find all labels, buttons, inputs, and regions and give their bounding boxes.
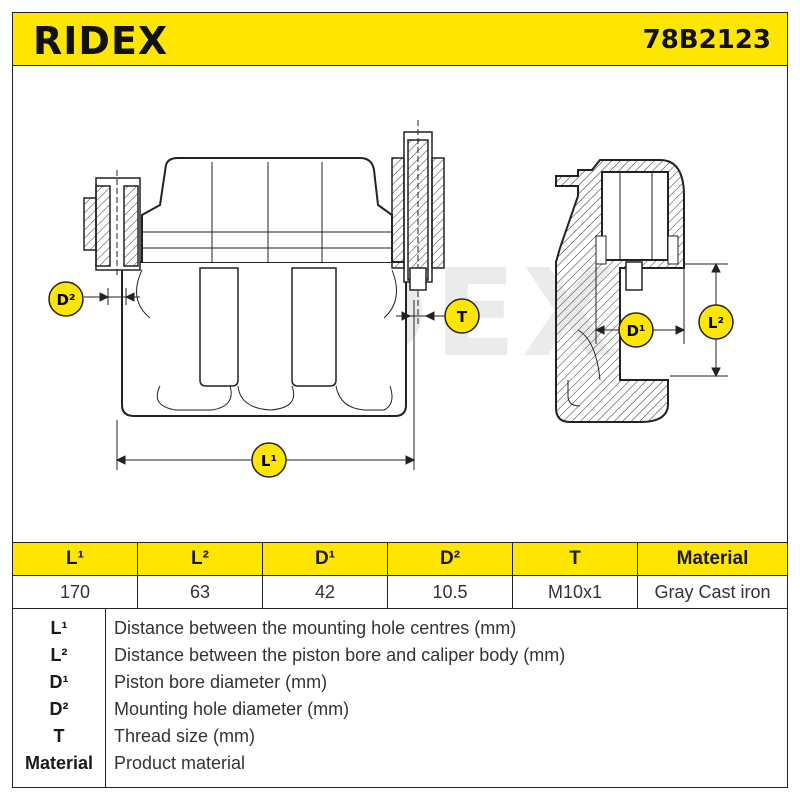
legend-text: Thread size (mm)	[114, 726, 256, 746]
spec-value-d1: 42	[262, 575, 388, 609]
d2-dimension	[84, 288, 140, 305]
spec-header-l1: L¹	[12, 542, 138, 576]
spec-header-material: Material	[637, 542, 788, 576]
spec-header-l2: L²	[137, 542, 263, 576]
legend-text: Product material	[114, 753, 246, 773]
technical-drawing-frame	[12, 66, 788, 544]
legend-key: D¹	[49, 672, 69, 692]
spec-header-t: T	[512, 542, 638, 576]
legend-key: T	[53, 726, 65, 746]
spec-value-t: M10x1	[512, 575, 638, 609]
l2-badge	[698, 304, 734, 340]
spec-value-l2: 63	[137, 575, 263, 609]
legend-row-d1: D¹ Piston bore diameter (mm)	[13, 672, 789, 698]
caliper-section-view	[555, 159, 685, 423]
caliper-front-view	[121, 157, 407, 417]
legend-text: Distance between the piston bore and cal…	[114, 645, 566, 665]
d1-badge	[618, 312, 654, 348]
caliper-technical-drawing: RIDEX	[48, 120, 734, 478]
l2-label: L²	[708, 314, 724, 332]
legend-row-t: T Thread size (mm)	[13, 726, 789, 752]
part-number: 78B2123	[642, 25, 771, 55]
legend-row-l1: L¹ Distance between the mounting hole ce…	[13, 618, 789, 644]
d2-label: D²	[56, 291, 75, 309]
t-label: T	[457, 308, 468, 326]
legend-key: Material	[24, 753, 94, 773]
legend-row-d2: D² Mounting hole diameter (mm)	[13, 699, 789, 725]
l1-label: L¹	[261, 452, 277, 470]
legend-divider	[105, 608, 106, 787]
spec-header-row: L¹ L² D¹ D² T Material	[12, 542, 788, 576]
legend-key: D²	[49, 699, 69, 719]
d2-badge	[48, 281, 84, 317]
legend-row-l2: L² Distance between the piston bore and …	[13, 645, 789, 671]
header-bar: RIDEX 78B2123	[12, 12, 788, 66]
spec-header-d2: D²	[387, 542, 513, 576]
spec-table: L¹ L² D¹ D² T Material 170 63 42 10.5 M1…	[12, 542, 788, 609]
d1-label: D¹	[626, 322, 645, 340]
legend-row-material: Material Product material	[13, 753, 789, 779]
t-badge	[444, 298, 480, 334]
spec-value-row: 170 63 42 10.5 M10x1 Gray Cast iron	[12, 575, 788, 609]
legend-box: L¹ Distance between the mounting hole ce…	[12, 608, 788, 788]
ridex-logo: RIDEX	[33, 19, 169, 63]
legend-text: Mounting hole diameter (mm)	[114, 699, 350, 719]
left-mounting-bush	[83, 170, 141, 278]
l1-badge	[251, 442, 287, 478]
t-dimension	[396, 311, 446, 321]
right-guide-bolt	[391, 120, 445, 325]
spec-header-d1: D¹	[262, 542, 388, 576]
d1-dimension	[594, 264, 686, 344]
spec-value-l1: 170	[12, 575, 138, 609]
legend-key: L²	[50, 645, 68, 665]
spec-value-material: Gray Cast iron	[637, 575, 788, 609]
spec-value-d2: 10.5	[387, 575, 513, 609]
legend-key: L¹	[50, 618, 68, 638]
legend-text: Piston bore diameter (mm)	[114, 672, 328, 692]
legend-text: Distance between the mounting hole centr…	[114, 618, 517, 638]
